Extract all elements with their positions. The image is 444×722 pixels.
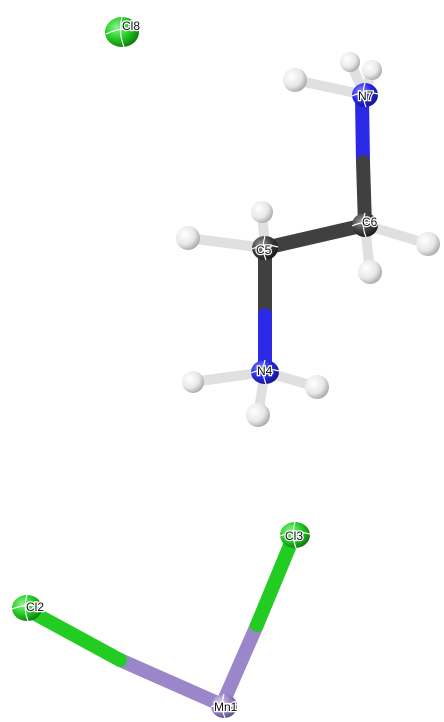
atom-n7 [351, 82, 379, 108]
atom-label-mn1: Mn1 [214, 700, 238, 714]
atom-labels: Cl8 N7 C6 C5 N4 Cl3 Cl2 Mn1 [25, 18, 379, 716]
bond-mn1-cl3 [215, 618, 264, 712]
bond-n7-c6 [355, 91, 370, 169]
atom-label-cl3: Cl3 [285, 529, 303, 543]
atom-cl8 [105, 16, 139, 48]
bond-mn1-cl3 [250, 531, 300, 632]
atom-cl2 [11, 594, 43, 622]
atom-label-cl2: Cl2 [26, 600, 44, 614]
atom-label-c5: C5 [256, 243, 272, 257]
hydrogen-atoms [176, 52, 440, 427]
atom-label-cl8: Cl8 [122, 19, 140, 33]
atom-c6 [351, 212, 379, 238]
hydrogen-atom [283, 68, 307, 92]
atom-label-c6: C6 [362, 215, 378, 229]
atom-n4 [250, 359, 280, 385]
hydrogen-atom [362, 60, 382, 80]
hydrogen-atom [176, 226, 200, 250]
heavy-atoms [11, 16, 379, 719]
bond-mn1-cl2 [113, 653, 229, 712]
heavy-bonds [21, 91, 372, 712]
hydrogen-atom [340, 52, 360, 72]
hydrogen-atom [416, 232, 440, 256]
atom-label-n7: N7 [358, 89, 374, 103]
hydrogen-atom [305, 375, 329, 399]
bond-c6-c5 [258, 218, 372, 255]
atom-label-n4: N4 [257, 364, 273, 378]
hydrogen-atom [251, 201, 273, 223]
atom-cl3 [279, 521, 311, 549]
hydrogen-atom [246, 403, 270, 427]
bond-mn1-cl2 [21, 603, 127, 667]
hydrogen-atom [182, 371, 204, 393]
atom-c5 [251, 235, 279, 261]
hydrogen-atom [358, 260, 382, 284]
atom-mn1 [210, 693, 238, 719]
